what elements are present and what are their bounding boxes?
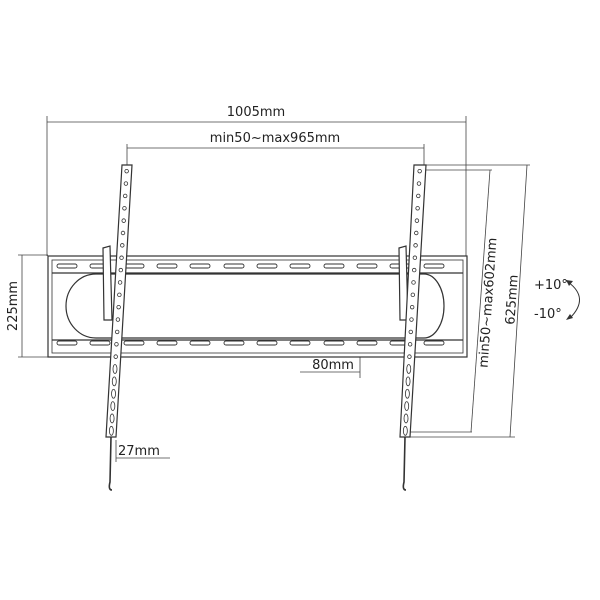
- arm-hole: [404, 401, 410, 411]
- plate-slot: [323, 263, 345, 269]
- tilt-arrow-icon: [567, 281, 580, 319]
- arm-hole: [120, 243, 125, 248]
- arm-hole: [115, 317, 121, 322]
- plate-slot: [223, 263, 245, 269]
- left-arm-hook: [102, 245, 113, 321]
- arm-hole: [405, 376, 411, 387]
- left-safety-cord: [108, 436, 113, 491]
- arm-hole: [118, 267, 124, 273]
- arm-length-line: [509, 164, 528, 438]
- plate-slot: [56, 340, 78, 346]
- plate-slot: [189, 340, 211, 346]
- arm-hole: [414, 230, 419, 236]
- plate-slot: [423, 340, 445, 346]
- arm-hole: [417, 168, 422, 174]
- overall-width-label: 1005mm: [227, 105, 285, 120]
- arm-hole: [416, 193, 421, 199]
- arm-hole: [413, 243, 418, 248]
- arm-hole: [404, 388, 410, 399]
- arm-hole: [414, 218, 420, 223]
- arm-hole: [412, 255, 418, 260]
- tilt-arrowhead-down-icon: [566, 314, 573, 320]
- arm-hole: [121, 218, 126, 223]
- arm-hole: [111, 388, 116, 399]
- arm-hole: [117, 280, 123, 285]
- tilt-down-label: -10°: [534, 307, 562, 322]
- plate-height-label: 225mm: [6, 281, 21, 331]
- arm-length-label: 625mm: [503, 274, 521, 325]
- arm-hole: [411, 280, 416, 285]
- arm-depth-label: 27mm: [118, 444, 160, 459]
- plate-slot: [189, 263, 211, 269]
- right-safety-cord: [402, 436, 407, 491]
- mounting-arms: [102, 164, 427, 491]
- arm-hole: [111, 376, 117, 387]
- vesa-vertical-label: min50~max602mm: [476, 237, 500, 368]
- arm-hole: [410, 292, 416, 298]
- plate-slot: [356, 263, 378, 269]
- plate-slot: [423, 263, 445, 269]
- arm-hole: [403, 413, 409, 424]
- plate-slot: [356, 340, 378, 346]
- arm-hole: [119, 255, 124, 260]
- arm-hole: [112, 364, 118, 374]
- plate-slot: [89, 340, 111, 346]
- arm-hole: [402, 425, 408, 436]
- plate-slot: [256, 340, 278, 346]
- plate-slot: [156, 263, 178, 269]
- vesa-horizontal-label: min50~max965mm: [210, 131, 340, 146]
- arm-hole: [124, 168, 129, 174]
- arm-hole: [122, 193, 128, 199]
- tilt-arrowhead-up-icon: [566, 280, 573, 286]
- plate-slot: [223, 340, 245, 346]
- arm-hole: [114, 342, 119, 347]
- wall-distance-label: 80mm: [312, 358, 354, 373]
- arm-hole: [409, 317, 414, 322]
- arm-hole: [117, 292, 122, 298]
- arm-hole: [120, 230, 126, 236]
- plate-slot: [289, 263, 311, 269]
- plate-cutout: [65, 273, 445, 339]
- plate-slot: [156, 340, 178, 346]
- arm-hole: [407, 342, 413, 347]
- arm-hole: [110, 401, 116, 411]
- arm-hole: [412, 267, 417, 273]
- arm-hole: [109, 413, 115, 424]
- tilt-up-label: +10°: [534, 278, 568, 293]
- plate-slot: [323, 340, 345, 346]
- plate-slot: [123, 263, 145, 269]
- arm-hole: [409, 304, 415, 310]
- arm-hole: [114, 329, 120, 335]
- plate-slot: [123, 340, 145, 346]
- plate-slot: [56, 263, 78, 269]
- vesa-vertical-line: [470, 169, 491, 433]
- wall-plate: [47, 255, 468, 358]
- arm-hole: [113, 354, 118, 359]
- arm-hole: [108, 425, 114, 436]
- arm-hole: [416, 181, 422, 186]
- plate-slot: [289, 340, 311, 346]
- arm-hole: [406, 364, 412, 374]
- dimension-lines: [18, 116, 530, 462]
- arm-hole: [415, 206, 420, 211]
- arm-hole: [407, 354, 412, 359]
- arm-hole: [122, 206, 127, 211]
- arm-hole: [116, 304, 121, 310]
- plate-slot: [256, 263, 278, 269]
- arm-hole: [408, 329, 413, 335]
- arm-hole: [123, 181, 129, 186]
- left-arm: [105, 164, 133, 438]
